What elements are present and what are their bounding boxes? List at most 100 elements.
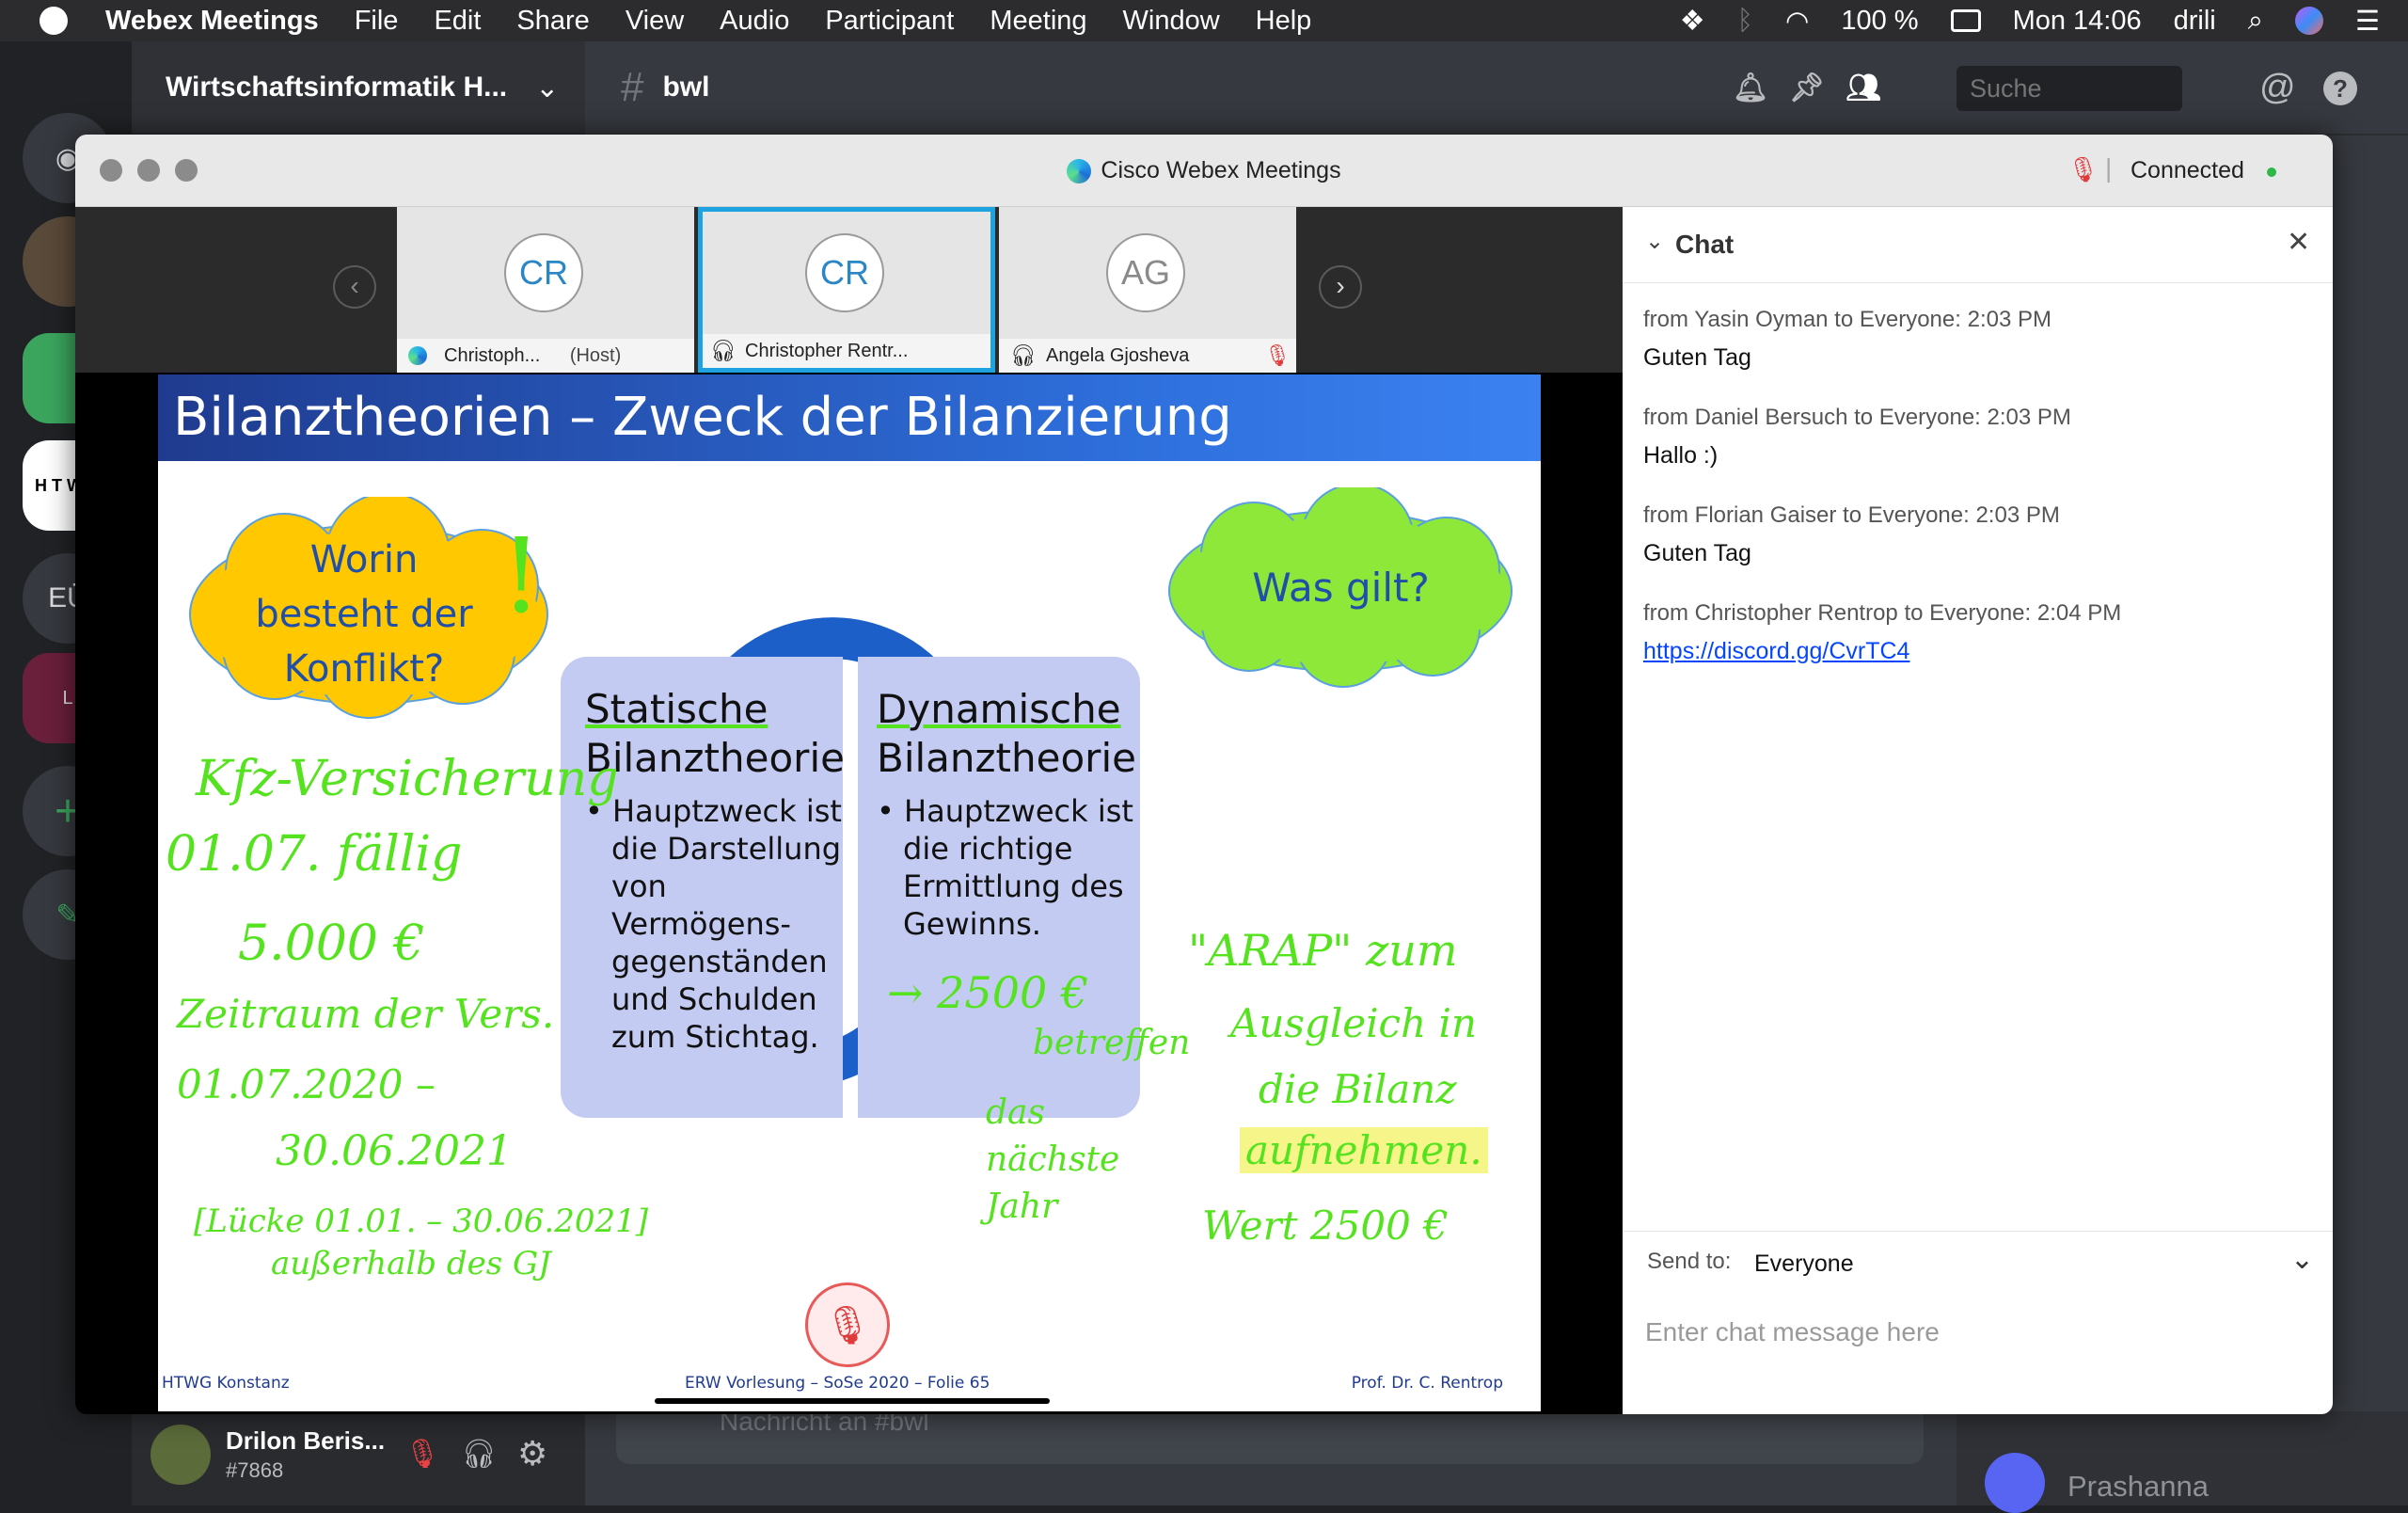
handwriting-line: das nächste Jahr bbox=[986, 1093, 1120, 1226]
chat-message-input[interactable] bbox=[1643, 1303, 2305, 1362]
bell-icon[interactable]: 🔔︎ bbox=[1733, 72, 1769, 104]
zoom-window-button[interactable] bbox=[175, 159, 198, 182]
send-to-label: Send to: bbox=[1647, 1249, 1732, 1274]
participant-name: Christopher Rentr... bbox=[745, 341, 909, 361]
cloud-right-shape bbox=[1168, 483, 1513, 688]
help-icon[interactable]: ? bbox=[2323, 72, 2357, 105]
notification-center-icon[interactable]: ☰ bbox=[2355, 6, 2380, 37]
member-name[interactable]: Prashanna bbox=[2067, 1470, 2209, 1503]
slide-scroll-indicator[interactable] bbox=[655, 1398, 1050, 1404]
host-webex-icon bbox=[408, 346, 427, 365]
mention-icon[interactable]: @ bbox=[2259, 67, 2296, 107]
close-window-button[interactable] bbox=[100, 159, 122, 182]
send-to-dropdown[interactable]: Everyone ⌄ bbox=[1745, 1239, 2314, 1286]
menu-help[interactable]: Help bbox=[1255, 5, 1312, 36]
handwriting-line: "ARAP" zum bbox=[1188, 925, 1458, 976]
chat-message-text: Guten Tag bbox=[1643, 540, 1751, 566]
bluetooth-icon[interactable]: ᛒ bbox=[1736, 5, 1754, 36]
menu-edit[interactable]: Edit bbox=[434, 5, 482, 36]
handwritten-exclamation: ! bbox=[500, 516, 543, 636]
minimize-window-button[interactable] bbox=[137, 159, 160, 182]
handwriting-line: 30.06.2021 bbox=[276, 1127, 513, 1175]
connection-status: Connected bbox=[2131, 157, 2244, 183]
wifi-icon[interactable]: ◠ bbox=[1785, 6, 1810, 37]
chat-header: ⌄ Chat ✕ bbox=[1623, 207, 2333, 283]
pin-icon[interactable]: 📌︎ bbox=[1789, 72, 1826, 104]
cloud-left-text: Worin besteht der Konflikt? bbox=[255, 538, 473, 691]
siri-icon[interactable] bbox=[2295, 7, 2323, 35]
apple-menu-icon[interactable] bbox=[40, 7, 68, 35]
chat-title: Chat bbox=[1675, 230, 1735, 259]
chat-message-text: Hallo :) bbox=[1643, 442, 1719, 469]
static-bullet: • Hauptzweck ist die Darstellung von Ver… bbox=[585, 793, 842, 1055]
send-to-value: Everyone bbox=[1754, 1250, 1854, 1277]
chat-message-link[interactable]: https://discord.gg/CvrTC4 bbox=[1643, 638, 1910, 664]
handwriting-line: Zeitraum der Vers. bbox=[177, 991, 555, 1037]
participant-role: (Host) bbox=[569, 345, 622, 366]
hashtag-icon: # bbox=[621, 64, 644, 110]
chat-message-meta: from Yasin Oyman to Everyone: 2:03 PM bbox=[1643, 307, 2052, 332]
menu-view[interactable]: View bbox=[625, 5, 685, 36]
user-tag: #7868 bbox=[226, 1458, 284, 1482]
dynamic-heading-1: Dynamische bbox=[877, 686, 1121, 732]
handwriting-highlighted: aufnehmen. bbox=[1240, 1127, 1488, 1173]
user-avatar[interactable] bbox=[150, 1425, 211, 1485]
slide-footer-left: HTWG Konstanz bbox=[162, 1374, 290, 1393]
participant-tile-active-speaker[interactable]: CR 🎧︎ Christopher Rentr... bbox=[698, 207, 995, 373]
menu-share[interactable]: Share bbox=[516, 5, 590, 36]
participant-name: Christoph... bbox=[444, 345, 541, 366]
static-heading-2: Bilanztheorie bbox=[585, 735, 845, 781]
menu-meeting[interactable]: Meeting bbox=[990, 5, 1087, 36]
status-dot-icon bbox=[2267, 167, 2276, 177]
webex-logo-icon bbox=[1067, 159, 1092, 184]
clock[interactable]: Mon 14:06 bbox=[2012, 5, 2142, 36]
close-chat-icon[interactable]: ✕ bbox=[2287, 227, 2311, 258]
participant-strip: ‹ CR Christoph... (Host) CR 🎧︎ Christoph… bbox=[75, 207, 1623, 373]
dynamic-theory-box: Dynamische Bilanztheorie • Hauptzweck is… bbox=[858, 657, 1140, 1118]
chevron-down-icon: ⌄ bbox=[2289, 1244, 2314, 1275]
menu-window[interactable]: Window bbox=[1122, 5, 1220, 36]
webex-window: Cisco Webex Meetings 🎙︎ | Connected ‹ CR… bbox=[75, 135, 2333, 1414]
chat-message-meta: from Florian Gaiser to Everyone: 2:03 PM bbox=[1643, 502, 2060, 528]
handwriting-line: 01.07.2020 – bbox=[177, 1061, 436, 1107]
server-header[interactable]: Wirtschaftsinformatik H... ⌄ bbox=[132, 41, 585, 135]
cloud-left-shape bbox=[189, 492, 548, 719]
mute-mic-icon[interactable]: 🎙︎ bbox=[404, 1439, 441, 1470]
next-participants-button[interactable]: › bbox=[1319, 265, 1362, 309]
cloud-right: Was gilt? bbox=[1160, 483, 1522, 694]
participant-avatar: AG bbox=[1106, 233, 1185, 312]
participant-name-bar: 🎧︎ Angela Gjosheva 🎙︎ bbox=[999, 339, 1296, 373]
menu-participant[interactable]: Participant bbox=[825, 5, 955, 36]
handwriting-line: Ausgleich in bbox=[1230, 1000, 1477, 1046]
discord-user-panel: Drilon Beris... #7868 🎙︎ 🎧︎ ⚙ bbox=[132, 1411, 585, 1505]
settings-gear-icon[interactable]: ⚙ bbox=[517, 1434, 548, 1473]
menu-audio[interactable]: Audio bbox=[720, 5, 790, 36]
handwriting-line: 5.000 € bbox=[238, 916, 425, 972]
slide-footer-center: ERW Vorlesung – SoSe 2020 – Folie 65 bbox=[685, 1374, 990, 1393]
presentation-slide: Bilanztheorien – Zweck der Bilanzierung … bbox=[158, 374, 1541, 1411]
separator: | bbox=[2105, 153, 2113, 183]
handwriting-line: betreffen bbox=[1033, 1024, 1191, 1062]
dropbox-icon[interactable]: ❖ bbox=[1679, 5, 1705, 37]
spotlight-search-icon[interactable]: ⌕ bbox=[2247, 5, 2263, 36]
handwriting-line: → 2500 € bbox=[887, 967, 1089, 1018]
send-to-row: Send to: Everyone ⌄ bbox=[1623, 1231, 2333, 1296]
user-name: Drilon Beris... bbox=[226, 1426, 386, 1455]
participant-tile[interactable]: AG 🎧︎ Angela Gjosheva 🎙︎ bbox=[999, 207, 1296, 373]
prev-participants-button[interactable]: ‹ bbox=[333, 265, 376, 309]
battery-icon[interactable] bbox=[1950, 9, 1981, 32]
participant-tile[interactable]: CR Christoph... (Host) bbox=[397, 207, 694, 373]
menu-app-name[interactable]: Webex Meetings bbox=[105, 5, 319, 36]
member-avatar[interactable] bbox=[1985, 1453, 2045, 1513]
presenter-muted-indicator[interactable]: 🎙︎ bbox=[805, 1282, 890, 1367]
menu-file[interactable]: File bbox=[354, 5, 399, 36]
chat-message-text: Guten Tag bbox=[1643, 344, 1751, 371]
discord-search-input[interactable] bbox=[1956, 66, 2182, 111]
members-icon[interactable]: 👥︎ bbox=[1846, 72, 1882, 104]
menubar-user[interactable]: drili bbox=[2173, 5, 2216, 36]
window-title-text: Cisco Webex Meetings bbox=[1101, 157, 1341, 183]
participant-avatar: CR bbox=[805, 233, 884, 312]
headphones-icon[interactable]: 🎧︎ bbox=[461, 1439, 498, 1470]
chevron-down-icon[interactable]: ⌄ bbox=[1645, 229, 1665, 254]
handwriting-line: 01.07. fällig bbox=[166, 826, 463, 883]
